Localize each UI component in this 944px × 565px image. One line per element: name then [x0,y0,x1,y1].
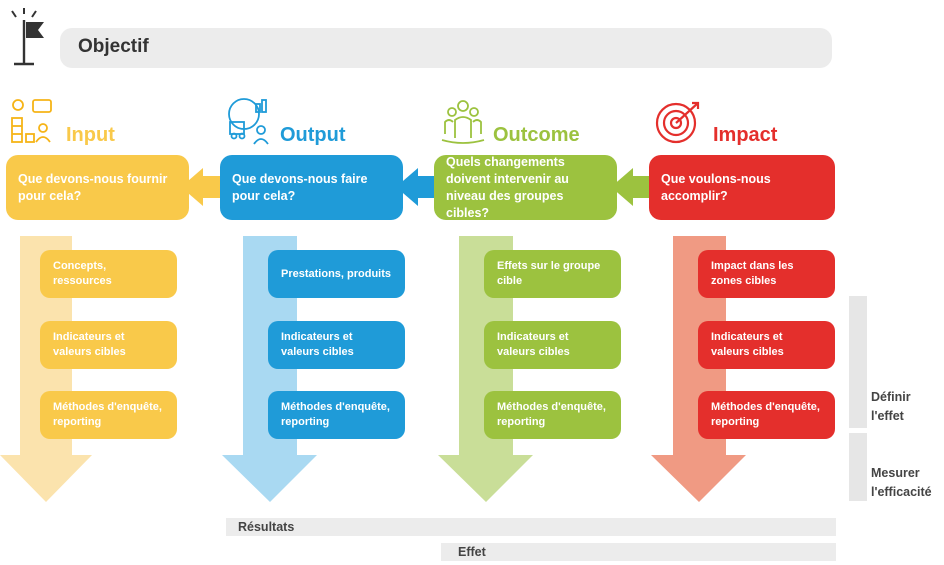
output-question-box: Que devons-nous faire pour cela? [220,155,403,220]
effect-bar [441,543,836,561]
input-step-2: Indicateurs et valeurs cibles [40,321,177,369]
measure-efficiency-label: Mesurer l'efficacité [871,466,932,499]
output-step-2-label: Indicateurs et valeurs cibles [281,331,354,358]
output-step-3: Méthodes d'enquête, reporting [268,391,405,439]
define-effect-label: Définir l'effet [871,390,911,423]
connector-arrow-output-to-input [181,168,220,206]
objective-label: Objectif [78,36,149,57]
input-title: Input [66,124,115,146]
impact-title: Impact [713,124,778,146]
impact-step-2: Indicateurs et valeurs cibles [698,321,835,369]
output-step-2: Indicateurs et valeurs cibles [268,321,405,369]
output-products-icon [228,98,269,145]
impact-step-1-label: Impact dans les zones cibles [711,260,794,287]
impact-question-box: Que voulons-nous accomplir? [649,155,835,220]
define-effect-bar [849,296,867,428]
outcome-step-2-label: Indicateurs et valeurs cibles [497,331,570,358]
input-step-1-label: Concepts, ressources [53,260,112,287]
outcome-group-icon [441,100,485,144]
impact-step-1: Impact dans les zones cibles [698,250,835,298]
impact-step-3-label: Méthodes d'enquête, reporting [711,401,820,428]
output-title: Output [280,124,346,146]
outcome-step-2: Indicateurs et valeurs cibles [484,321,621,369]
input-question: Que devons-nous fournir pour cela? [18,171,168,203]
results-label: Résultats [238,520,295,534]
output-question: Que devons-nous faire pour cela? [232,171,368,203]
outcome-step-1: Effets sur le groupe cible [484,250,621,298]
outcome-step-1-label: Effets sur le groupe cible [497,260,601,287]
outcome-title: Outcome [493,124,580,146]
connector-arrow-outcome-to-output [396,168,434,206]
input-step-2-label: Indicateurs et valeurs cibles [53,331,126,358]
effect-label: Effet [458,545,486,559]
output-step-1-label: Prestations, produits [281,267,392,280]
impact-step-3: Méthodes d'enquête, reporting [698,391,835,439]
outcome-question: Quels changements doivent intervenir au … [446,154,569,220]
impact-target-icon [655,101,700,144]
input-question-box: Que devons-nous fournir pour cela? [6,155,189,220]
connector-arrow-impact-to-outcome [611,168,649,206]
output-step-1: Prestations, produits [268,250,405,298]
outcome-step-3-label: Méthodes d'enquête, reporting [497,401,606,428]
input-resources-icon [11,99,52,143]
input-step-3: Méthodes d'enquête, reporting [40,391,177,439]
impact-question: Que voulons-nous accomplir? [661,171,771,203]
impact-step-2-label: Indicateurs et valeurs cibles [711,331,784,358]
results-bar [226,518,836,536]
outcome-question-box: Quels changements doivent intervenir au … [434,155,617,220]
output-step-3-label: Méthodes d'enquête, reporting [281,401,390,428]
outcome-step-3: Méthodes d'enquête, reporting [484,391,621,439]
objective-bar [60,28,832,68]
measure-efficiency-bar [849,433,867,501]
flag-icon [11,8,44,66]
input-step-3-label: Méthodes d'enquête, reporting [53,401,162,428]
input-step-1: Concepts, ressources [40,250,177,298]
